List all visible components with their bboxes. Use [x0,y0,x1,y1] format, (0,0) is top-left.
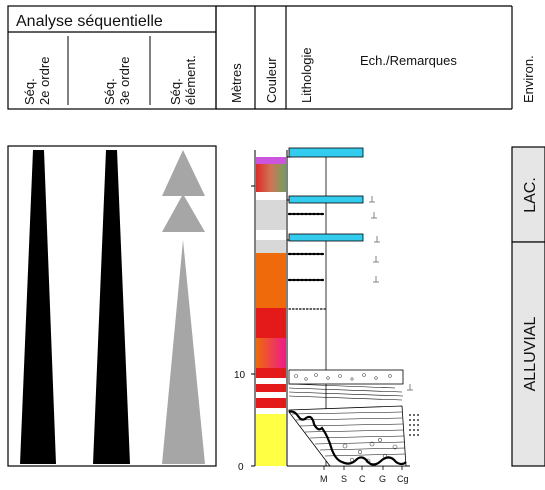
grain-label-s: S [341,474,347,484]
header-metres: Mètres [229,63,244,103]
erosive-base [288,410,407,466]
sample-markers [369,196,413,391]
metres-scale [251,150,256,467]
header-seq2: Séq. 2e ordre [22,57,52,105]
seq-2nd-order-triangle [20,150,56,464]
svg-text:élément.: élément. [183,55,198,105]
seq-3rd-order-triangle [93,150,130,464]
header-title: Analyse séquentielle [16,13,163,30]
svg-text:Séq.: Séq. [102,78,117,105]
header-seqe: Séq. élément. [168,55,198,105]
grain-label-c: C [359,474,366,484]
conglomerate-bed [288,369,404,401]
seq-elementary-triangles [162,150,205,464]
channel-fill [288,405,419,467]
scale-10: 10 [234,370,246,381]
header-environ: Environ. [521,55,536,103]
grain-label-g: G [379,474,386,484]
sequence-frame [7,145,217,467]
grain-label-m: M [320,474,328,484]
svg-text:2e ordre: 2e ordre [37,57,52,105]
header-remarques: Ech./Remarques [360,53,457,68]
dotted-lines [287,212,327,310]
header-lithologie: Lithologie [299,47,314,103]
scale-0: 0 [238,462,244,473]
carbonate-beds [288,147,364,242]
svg-text:Séq.: Séq. [22,78,37,105]
colour-column [256,157,286,466]
env-lac: LAC. [522,177,539,213]
header-seq3: Séq. 3e ordre [102,57,132,105]
svg-text:Séq.: Séq. [168,78,183,105]
grain-size-axis [323,466,403,470]
environment-boxes [511,146,545,467]
header-frame [7,5,513,110]
env-alluvial: ALLUVIAL [522,317,539,392]
header-couleur: Couleur [264,57,279,103]
grain-label-cg: Cg [397,474,409,484]
svg-text:3e ordre: 3e ordre [117,57,132,105]
